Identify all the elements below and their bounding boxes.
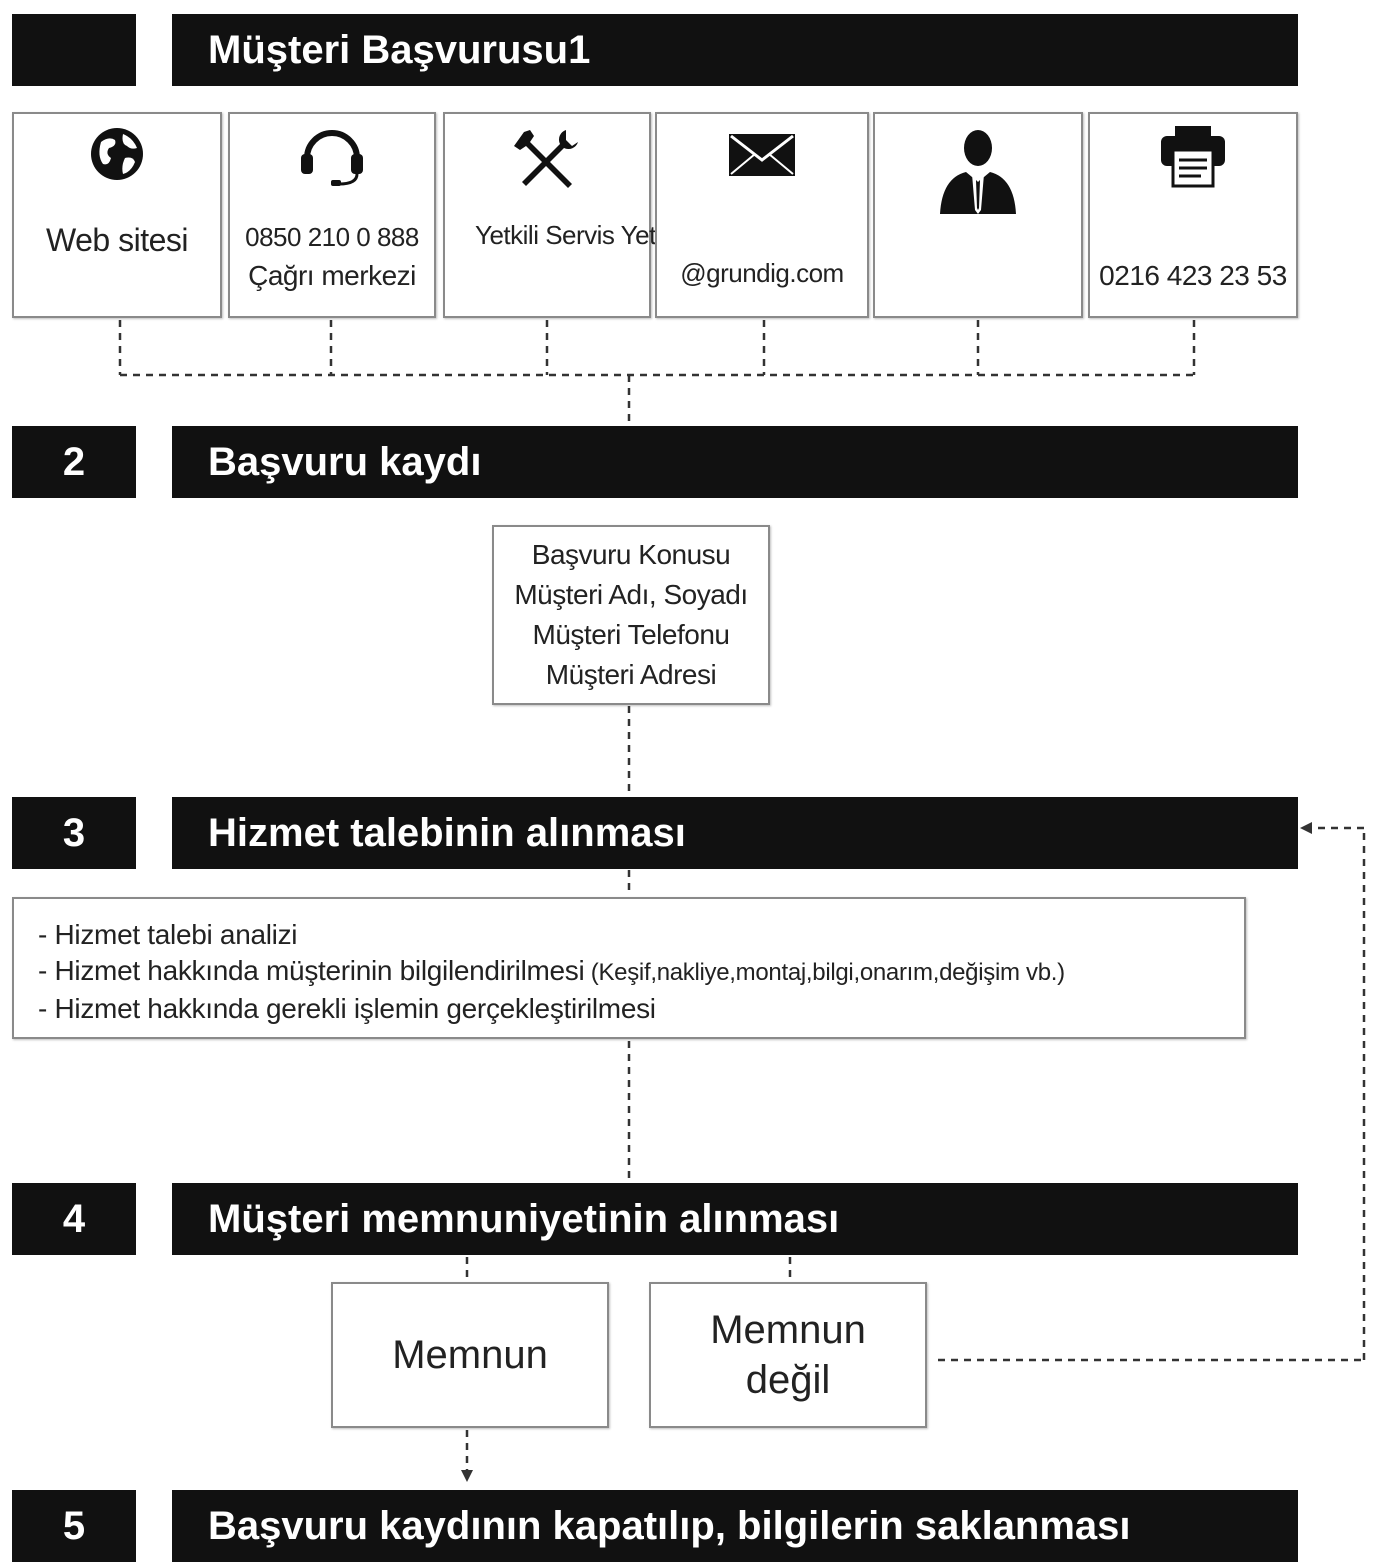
fax-icon <box>1090 124 1296 214</box>
record-fields-box: Başvuru Konusu Müşteri Adı, Soyadı Müşte… <box>492 525 770 705</box>
channel-person <box>873 112 1083 318</box>
step-4-title: Müşteri memnuniyetinin alınması <box>172 1183 1298 1255</box>
service-items-box: - Hizmet talebi analizi - Hizmet hakkınd… <box>12 897 1246 1039</box>
record-field: Müşteri Adresi <box>545 659 717 690</box>
channel-service: Yetkili Servis Yetkili Satıcı Faketleri <box>443 112 857 318</box>
tools-icon <box>445 124 649 214</box>
channel-email-address: @grundig.com <box>680 258 844 288</box>
channel-call-number: 0850 210 0 888 <box>245 222 419 252</box>
list-item: - Hizmet hakkında müşterinin bilgilendir… <box>38 955 1065 986</box>
channel-web-label: Web sitesi <box>45 222 189 258</box>
envelope-icon <box>657 124 867 214</box>
step-5-title: Başvuru kaydının kapatılıp, bilgilerin s… <box>172 1490 1298 1562</box>
satisfied-box: Memnun <box>331 1282 609 1428</box>
service-note: (Keşif,nakliye,montaj,bilgi,onarım,değiş… <box>584 959 1065 986</box>
record-field: Başvuru Konusu <box>531 539 731 570</box>
globe-icon <box>14 124 220 214</box>
step-2-number: 2 <box>12 426 136 498</box>
record-field: Müşteri Adı, Soyadı <box>514 579 748 610</box>
person-icon <box>875 124 1081 214</box>
step-5-number: 5 <box>12 1490 136 1562</box>
channel-email: @grundig.com <box>655 112 869 318</box>
step-4-number: 4 <box>12 1183 136 1255</box>
record-field: Müşteri Telefonu <box>532 619 730 650</box>
list-item: - Hizmet hakkında gerekli işlemin gerçek… <box>38 993 656 1024</box>
step-3-number: 3 <box>12 797 136 869</box>
step-1-number <box>12 14 136 86</box>
headset-icon <box>230 124 434 214</box>
step-3-title: Hizmet talebinin alınması <box>172 797 1298 869</box>
list-item: - Hizmet talebi analizi <box>38 919 298 950</box>
channel-fax-number: 0216 423 23 53 <box>1099 260 1287 291</box>
step-2-title: Başvuru kaydı <box>172 426 1298 498</box>
step-1-title: Müşteri Başvurusu1 <box>172 14 1298 86</box>
channel-fax: 0216 423 23 53 <box>1088 112 1298 318</box>
channel-call-center: 0850 210 0 888 Çağrı merkezi <box>228 112 436 318</box>
channel-call-label: Çağrı merkezi <box>248 260 416 291</box>
channel-web: Web sitesi <box>12 112 222 318</box>
not-satisfied-box: Memnun değil <box>649 1282 927 1428</box>
